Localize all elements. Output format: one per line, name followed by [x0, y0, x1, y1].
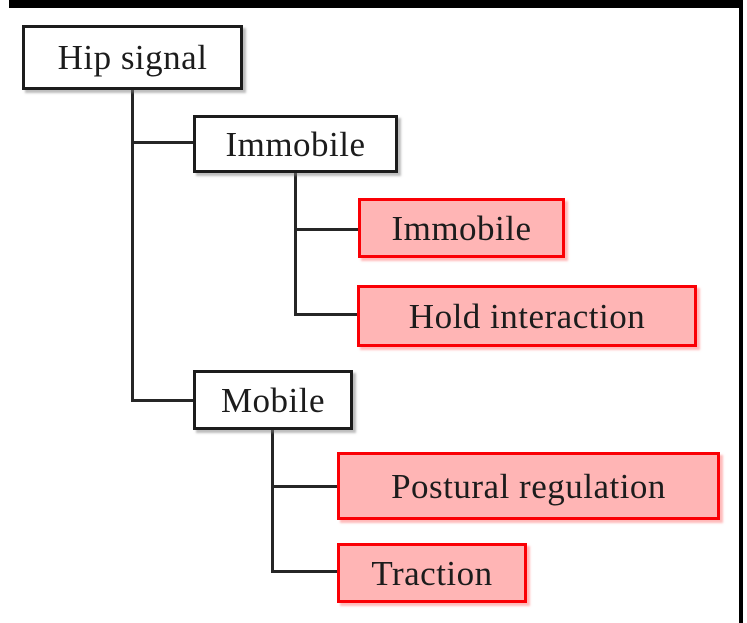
window-right-border	[739, 0, 743, 623]
node-postural-regulation: Postural regulation	[337, 452, 720, 520]
node-label: Postural regulation	[391, 466, 666, 506]
window-top-border	[9, 0, 743, 8]
node-hip-signal: Hip signal	[22, 25, 243, 90]
connector-immobile-to-immobile-child	[294, 228, 358, 231]
node-immobile-child: Immobile	[358, 198, 565, 258]
node-traction: Traction	[337, 543, 527, 603]
connector-root-trunk	[131, 90, 134, 402]
connector-mobile-trunk	[271, 430, 274, 573]
node-label: Traction	[371, 553, 493, 593]
connector-root-to-immobile	[131, 141, 193, 144]
node-label: Hold interaction	[408, 296, 646, 336]
node-label: Immobile	[391, 208, 532, 248]
connector-immobile-trunk	[294, 173, 297, 316]
node-hold-interaction: Hold interaction	[357, 285, 697, 347]
connector-root-to-mobile	[131, 399, 193, 402]
connector-mobile-to-traction	[271, 570, 337, 573]
node-label: Immobile	[225, 124, 366, 164]
node-label: Mobile	[220, 380, 326, 420]
connector-immobile-to-hold-interaction	[294, 313, 357, 316]
node-label: Hip signal	[57, 38, 208, 77]
node-mobile: Mobile	[193, 370, 353, 430]
connector-mobile-to-postural	[271, 485, 337, 488]
node-immobile-parent: Immobile	[193, 115, 398, 173]
